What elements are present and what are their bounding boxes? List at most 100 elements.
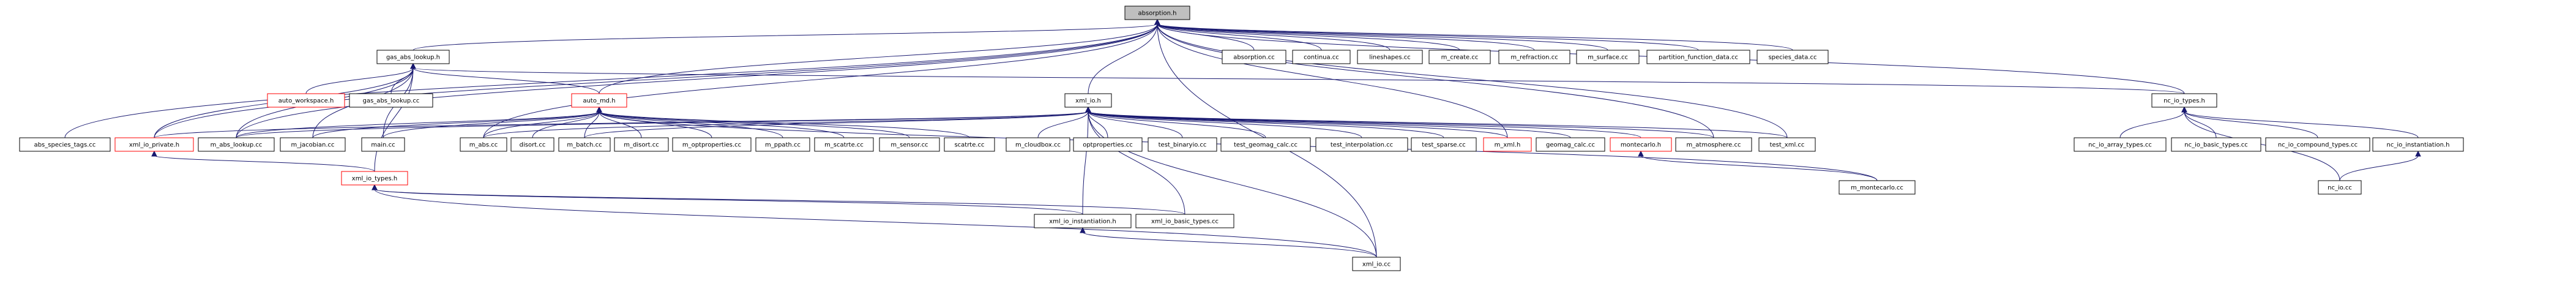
node-label: m_atmosphere.cc [1687, 142, 1741, 149]
node-box [1064, 93, 1112, 108]
node-label: absorption.h [1138, 10, 1177, 17]
edge-arrowhead [1080, 227, 1086, 233]
node-nc-io-types-h[interactable]: nc_io_types.h [2151, 93, 2217, 108]
node-geomag-calc-cc[interactable]: geomag_calc.cc [1536, 137, 1605, 152]
node-box [1839, 180, 1916, 195]
edge-arrowhead [371, 184, 378, 190]
node-m-abs-lookup-cc[interactable]: m_abs_lookup.cc [198, 137, 275, 152]
node-nc-io-basic-types-cc[interactable]: nc_io_basic_types.cc [2171, 137, 2261, 152]
dependency-edge-xml_io_private_h-to-xml_io_h [154, 111, 1089, 138]
node-label: nc_io_basic_types.cc [2184, 142, 2247, 149]
node-m-optproperties-cc[interactable]: m_optproperties.cc [672, 137, 752, 152]
node-box [198, 137, 275, 152]
node-m-montecarlo-cc[interactable]: m_montecarlo.cc [1839, 180, 1916, 195]
node-label: auto_workspace.h [278, 98, 334, 105]
node-nc-io-cc[interactable]: nc_io.cc [2318, 180, 2362, 195]
node-xml-io-instantiation-h[interactable]: xml_io_instantiation.h [1034, 214, 1132, 228]
dependency-edge-m_refraction_cc-to-absorption_h [1157, 23, 1535, 51]
node-disort-cc[interactable]: disort.cc [510, 137, 554, 152]
node-label: nc_io_instantiation.h [2387, 142, 2450, 149]
dependency-edge-m_sensor_cc-to-auto_md_h [599, 111, 910, 138]
node-box [558, 137, 611, 152]
node-m-sensor-cc[interactable]: m_sensor.cc [879, 137, 940, 152]
node-nc-io-compound-types-cc[interactable]: nc_io_compound_types.cc [2265, 137, 2370, 152]
node-xml-io-basic-types-cc[interactable]: xml_io_basic_types.cc [1135, 214, 1234, 228]
node-m-scatrte-cc[interactable]: m_scatrte.cc [814, 137, 874, 152]
node-box [2372, 137, 2464, 152]
dependency-edge-xml_io_types_h-to-gas_abs_lookup_h [374, 67, 414, 172]
node-xml-io-cc[interactable]: xml_io.cc [1352, 257, 1401, 271]
node-label: xml_io_instantiation.h [1049, 219, 1116, 225]
node-m-create-cc[interactable]: m_create.cc [1428, 50, 1491, 64]
node-box [1483, 137, 1532, 152]
node-label: test_binaryio.cc [1159, 142, 1207, 149]
node-m-jacobian-cc[interactable]: m_jacobian.cc [280, 137, 346, 152]
dependency-edge-test_xml_cc-to-xml_io_h [1088, 111, 1788, 138]
node-test-geomag-calc-cc[interactable]: test_geomag_calc.cc [1220, 137, 1311, 152]
node-m-xml-h[interactable]: m_xml.h [1483, 137, 1532, 152]
dependency-edge-nc_io_cc-to-nc_io_instantiation_h [2339, 155, 2419, 181]
node-optproperties-cc[interactable]: optproperties.cc [1073, 137, 1143, 152]
node-absorption-h[interactable]: absorption.h [1124, 6, 1190, 20]
node-box [2265, 137, 2370, 152]
node-xml-io-private-h[interactable]: xml_io_private.h [114, 137, 194, 152]
node-m-batch-cc[interactable]: m_batch.cc [558, 137, 611, 152]
node-test-interpolation-cc[interactable]: test_interpolation.cc [1315, 137, 1408, 152]
node-label: species_data.cc [1768, 55, 1816, 61]
dependency-edge-xml_io_types_h-to-xml_io_private_h [154, 155, 375, 172]
node-label: m_abs.cc [469, 142, 498, 149]
node-label: m_sensor.cc [890, 142, 928, 149]
node-label: gas_abs_lookup.cc [363, 98, 420, 105]
node-m-cloudbox-cc[interactable]: m_cloudbox.cc [1006, 137, 1070, 152]
node-test-binaryio-cc[interactable]: test_binaryio.cc [1148, 137, 1217, 152]
node-m-refraction-cc[interactable]: m_refraction.cc [1498, 50, 1570, 64]
node-gas-abs-lookup-h[interactable]: gas_abs_lookup.h [376, 50, 450, 64]
node-main-cc[interactable]: main.cc [361, 137, 405, 152]
node-gas-abs-lookup-cc[interactable]: gas_abs_lookup.cc [349, 93, 433, 108]
node-m-atmosphere-cc[interactable]: m_atmosphere.cc [1675, 137, 1752, 152]
node-label: test_xml.cc [1770, 142, 1805, 149]
node-test-xml-cc[interactable]: test_xml.cc [1758, 137, 1816, 152]
node-label: abs_species_tags.cc [34, 142, 96, 149]
node-label: optproperties.cc [1083, 142, 1133, 149]
dependency-edge-nc_io_instantiation_h-to-nc_io_types_h [2184, 111, 2419, 138]
node-partition-function-data-cc[interactable]: partition_function_data.cc [1646, 50, 1750, 64]
node-box [1135, 214, 1234, 228]
node-auto-workspace-h[interactable]: auto_workspace.h [267, 93, 345, 108]
node-m-surface-cc[interactable]: m_surface.cc [1576, 50, 1640, 64]
node-label: xml_io.cc [1362, 261, 1391, 268]
node-continua-cc[interactable]: continua.cc [1292, 50, 1351, 64]
node-box [2151, 93, 2217, 108]
dependency-edge-disort_cc-to-auto_md_h [532, 111, 600, 138]
node-box [571, 93, 627, 108]
node-m-abs-cc[interactable]: m_abs.cc [460, 137, 507, 152]
dependency-edge-m_atmosphere_cc-to-absorption_h [1157, 23, 1714, 138]
node-nc-io-instantiation-h[interactable]: nc_io_instantiation.h [2372, 137, 2464, 152]
node-absorption-cc[interactable]: absorption.cc [1222, 50, 1286, 64]
node-test-sparse-cc[interactable]: test_sparse.cc [1411, 137, 1477, 152]
node-label: geomag_calc.cc [1546, 142, 1595, 149]
dependency-edge-species_data_cc-to-absorption_h [1157, 23, 1793, 51]
node-species-data-cc[interactable]: species_data.cc [1757, 50, 1829, 64]
node-m-ppath-cc[interactable]: m_ppath.cc [755, 137, 810, 152]
node-abs-species-tags-cc[interactable]: abs_species_tags.cc [19, 137, 111, 152]
node-label: continua.cc [1304, 55, 1339, 61]
edge-arrowhead [1638, 150, 1644, 157]
dependency-edge-auto_md_h-to-absorption_h [599, 23, 1158, 94]
node-auto-md-h[interactable]: auto_md.h [571, 93, 627, 108]
node-lineshapes-cc[interactable]: lineshapes.cc [1357, 50, 1423, 64]
node-label: absorption.cc [1233, 55, 1275, 61]
node-scatrte-cc[interactable]: scatrte.cc [944, 137, 995, 152]
node-label: main.cc [371, 142, 395, 149]
node-box [1610, 137, 1672, 152]
node-label: test_interpolation.cc [1331, 142, 1393, 149]
node-box [1357, 50, 1423, 64]
node-montecarlo-h[interactable]: montecarlo.h [1610, 137, 1672, 152]
node-label: m_cloudbox.cc [1015, 142, 1061, 149]
node-xml-io-h[interactable]: xml_io.h [1064, 93, 1112, 108]
node-box [2318, 180, 2362, 195]
node-nc-io-array-types-cc[interactable]: nc_io_array_types.cc [2074, 137, 2167, 152]
node-box [672, 137, 752, 152]
node-m-disort-cc[interactable]: m_disort.cc [614, 137, 669, 152]
node-xml-io-types-h[interactable]: xml_io_types.h [341, 171, 408, 186]
